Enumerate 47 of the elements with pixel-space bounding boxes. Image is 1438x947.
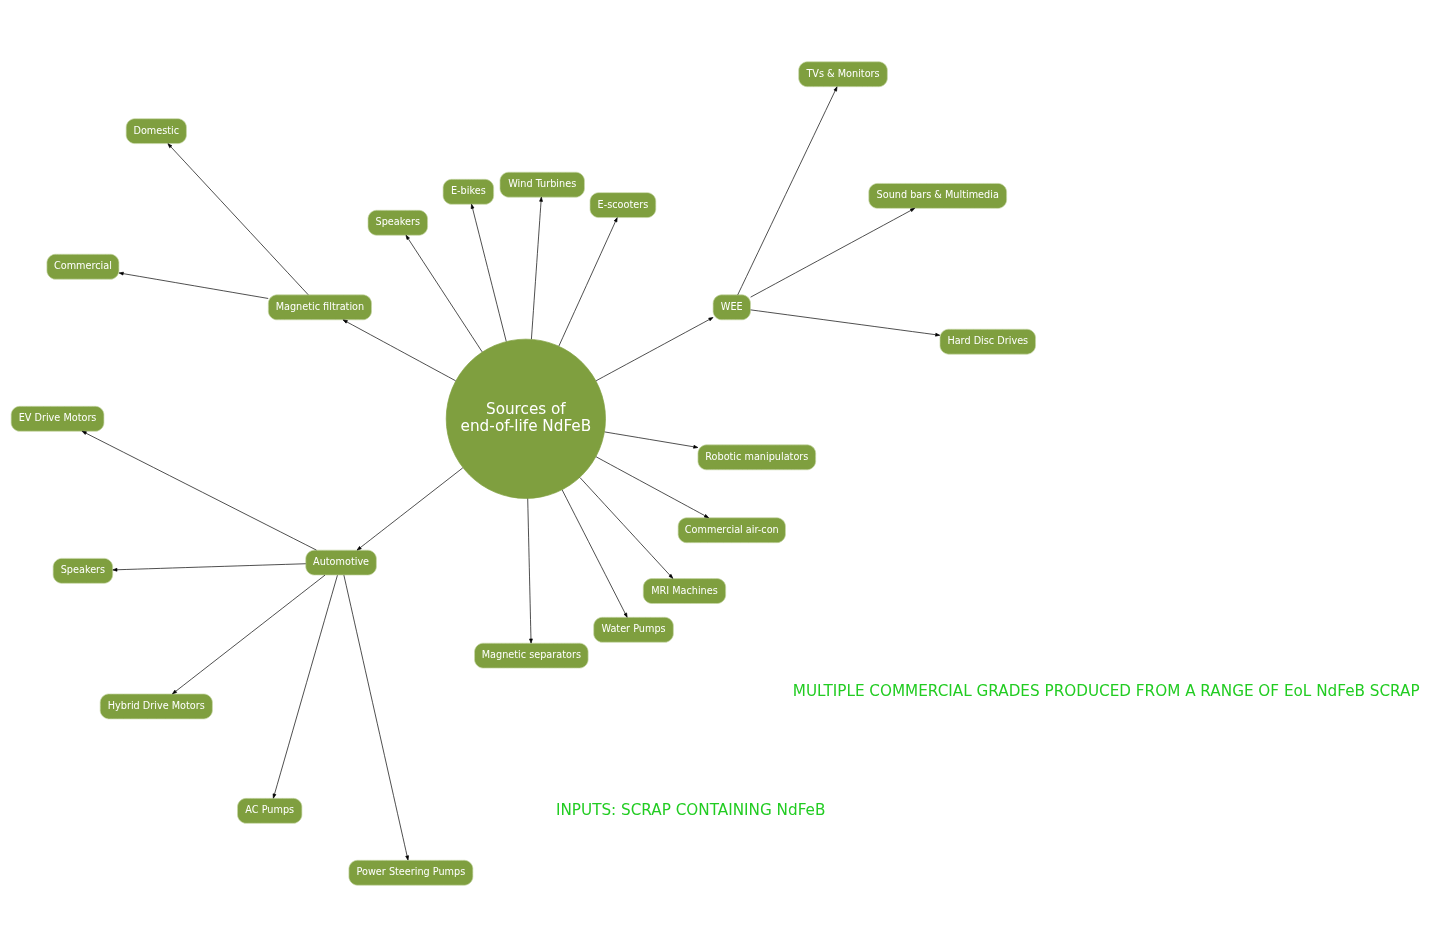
arrow [405,234,483,353]
arrow [750,208,915,298]
arrow [558,217,618,347]
arrow [342,319,456,382]
node-box: Speakers [367,209,428,236]
node-box: Wind Turbines [499,171,585,198]
node-box: Water Pumps [593,616,674,643]
node-box: Magnetic separators [474,642,589,669]
node-box: Robotic manipulators [697,444,817,471]
node-box: MRI Machines [642,578,727,604]
arrow [470,203,507,342]
node-box: Automotive [305,549,377,576]
arrow [595,317,714,382]
arrow [561,489,628,618]
arrow [750,309,941,337]
node-box: Speakers [52,558,114,584]
node-box: Hard Disc Drives [939,328,1036,355]
node-box: E-scooters [589,192,657,218]
node-box: Commercial air-con [677,517,786,544]
node-box: AC Pumps [237,798,303,824]
node-box: TVs & Monitors [798,61,888,88]
arrow [579,477,674,579]
arrow [343,574,409,861]
node-box: Sound bars & Multimedia [868,183,1007,209]
arrow [118,271,269,299]
arrow [172,574,326,695]
node-box: WEE [712,294,751,321]
arrow [356,467,464,551]
arrow [595,456,709,519]
arrow [531,196,543,340]
arrow [167,143,309,295]
node-box: Magnetic filtration [268,294,372,321]
node-box: Domestic [125,118,187,144]
arrow [112,563,307,572]
node-box: EV Drive Motors [10,405,105,432]
label: MULTIPLE COMMERCIAL GRADES PRODUCED FROM A RANGE OF EoL NdFeB SCRAP [792,682,1420,701]
node-box: E-bikes [442,179,494,205]
arrow [527,498,533,644]
node-box: Commercial [46,253,120,280]
label: INPUTS: SCRAP CONTAINING NdFeB [555,801,826,820]
arrow [604,431,699,449]
arrow [272,574,338,799]
arrow [81,430,317,551]
node-box: Hybrid Drive Motors [99,693,213,720]
node-box: Power Steering Pumps [348,859,474,886]
node-circle: Sources of end-of-life NdFeB [445,338,606,499]
arrow [737,86,838,296]
